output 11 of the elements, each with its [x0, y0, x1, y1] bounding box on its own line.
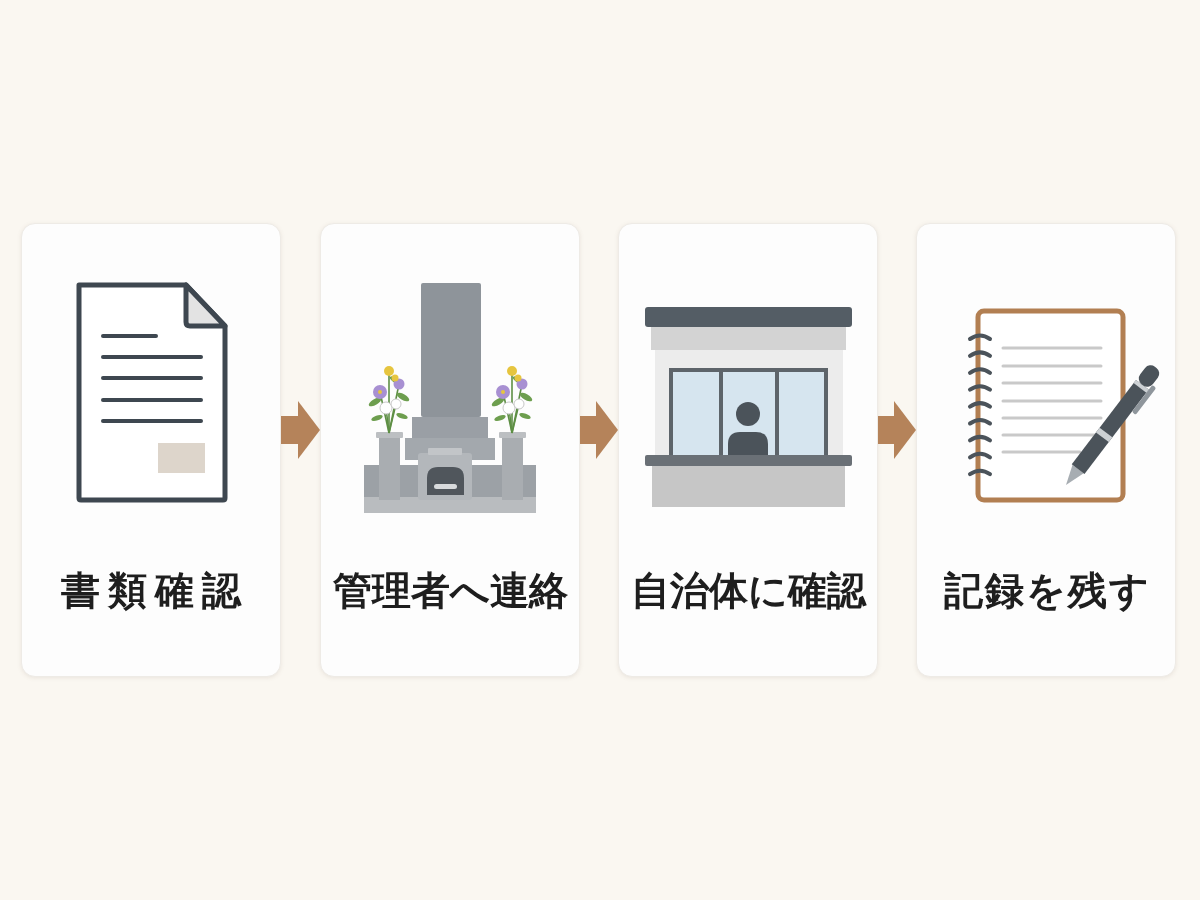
arrow: [878, 401, 916, 459]
step-card: [618, 223, 878, 677]
step-label: 書類確認: [60, 567, 249, 615]
step-label: 管理者へ連絡: [332, 567, 568, 615]
step-card: [21, 223, 281, 677]
step-label: 記録を残す: [942, 567, 1151, 615]
arrow: [580, 401, 618, 459]
step-label: 自治体に確認: [630, 567, 866, 615]
step-card: [320, 223, 580, 677]
step-card: [916, 223, 1176, 677]
arrow: [281, 401, 320, 459]
